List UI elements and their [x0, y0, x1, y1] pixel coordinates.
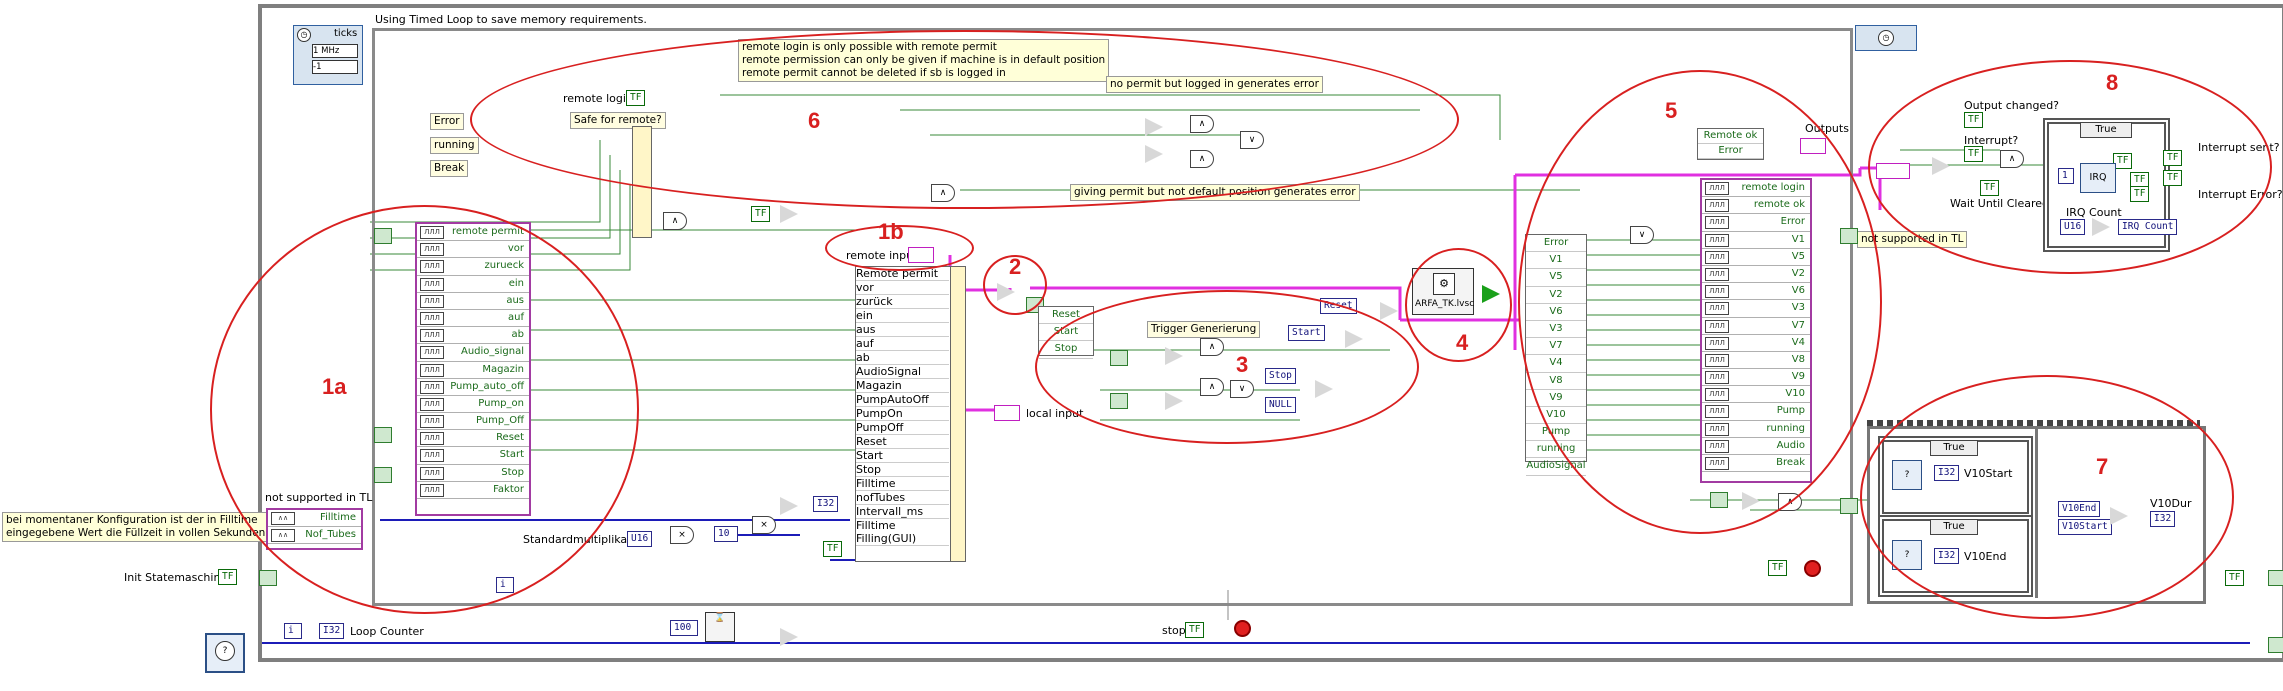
select-node: [780, 205, 798, 223]
unbundle-row: auf: [856, 337, 949, 351]
unbundle-row: Stop: [856, 463, 949, 477]
region-ellipse-1b: [825, 225, 974, 271]
unbundle-row: PumpOff: [856, 421, 949, 435]
enum-select-1: [1380, 302, 1398, 320]
unbundle-row: Reset: [856, 435, 949, 449]
region-number-5: 5: [1665, 98, 1678, 123]
timed-loop-config-icon[interactable]: ?: [205, 633, 245, 673]
unbundle-side-bar: [950, 266, 966, 562]
init-statemaschine-label: Init Statemaschine: [124, 571, 228, 584]
init-statemaschine-terminal: TF: [218, 569, 238, 585]
running-label: running: [430, 137, 479, 154]
clock-icon: ◷: [1878, 30, 1894, 46]
tf-constant: TF: [751, 206, 771, 222]
fill-time-note-line-2: eingegebene Wert die Füllzeit in vollen …: [6, 527, 266, 539]
region-number-1b: 1b: [878, 219, 904, 244]
top-comment: Using Timed Loop to save memory requirem…: [375, 13, 647, 26]
unbundle-row: Start: [856, 449, 949, 463]
init-shift-register: [259, 570, 277, 586]
output-stop-indicator: [1804, 560, 1821, 577]
iteration-terminal: i: [284, 623, 302, 639]
timing-source-node: ◷ ticks 1 MHz -1: [293, 25, 363, 85]
region-number-3: 3: [1236, 352, 1249, 377]
unbundle-row: Remote permit: [856, 267, 949, 281]
unbundle-row: Filltime: [856, 477, 949, 491]
stop-label: stop: [1162, 624, 1186, 637]
unbundle-row: ein: [856, 309, 949, 323]
right-edge-bottom-shift: [2268, 637, 2283, 653]
and-gate: ∧: [663, 212, 687, 230]
timing-source-value-2: -1: [312, 60, 358, 74]
unbundle-tf-terminal: TF: [823, 541, 843, 557]
region-ellipse-8: [1868, 60, 2272, 274]
stop-button[interactable]: [1234, 620, 1251, 637]
multiply-node: ×: [670, 526, 694, 544]
standardmultiplikator-terminal: U16: [627, 531, 653, 547]
region-ellipse-1a: [210, 205, 639, 614]
region-ellipse-2: [983, 255, 1047, 315]
region-number-8: 8: [2106, 70, 2119, 95]
unbundle-row: Intervall_ms: [856, 505, 949, 519]
right-edge-tf: TF: [2225, 570, 2245, 586]
unbundle-rows: Remote permit vor zurück ein aus auf ab …: [856, 267, 949, 546]
unbundle-row: PumpOn: [856, 407, 949, 421]
loop-counter-label: Loop Counter: [350, 625, 424, 638]
loop-counter-terminal: I32: [319, 623, 345, 639]
output-tf-terminal: TF: [1768, 560, 1788, 576]
constant-ten: 10: [714, 526, 738, 542]
stop-terminal: TF: [1185, 622, 1205, 638]
region-number-4: 4: [1456, 330, 1469, 355]
coerce-node: [780, 497, 798, 515]
region-number-7: 7: [2096, 454, 2109, 479]
wait-icon: ?: [215, 641, 235, 661]
ticks-label: ticks: [334, 28, 358, 39]
region-ellipse-3: [1035, 290, 1419, 444]
constant-hundred: 100: [670, 620, 698, 636]
region-number-6: 6: [808, 108, 821, 133]
region-number-1a: 1a: [322, 374, 347, 399]
region-ellipse-5: [1518, 70, 1882, 534]
unbundle-row: PumpAutoOff: [856, 393, 949, 407]
outputs-row: running: [1526, 441, 1586, 459]
clock-icon: ◷: [297, 28, 311, 42]
timing-source-value-1: 1 MHz: [312, 44, 358, 58]
region-ellipse-6: [470, 30, 1459, 209]
right-edge-shift: [2268, 570, 2283, 586]
fill-time-note: bei momentaner Konfiguration ist der in …: [2, 512, 270, 542]
right-timing-node: ◷: [1855, 25, 1917, 51]
break-label: Break: [430, 160, 469, 177]
wait-ms-icon: ⌛: [705, 612, 735, 642]
unbundle-row: zurück: [856, 295, 949, 309]
region-ellipse-7: [1860, 375, 2234, 619]
unbundle-row: ab: [856, 351, 949, 365]
unbundle-row: vor: [856, 281, 949, 295]
i32-terminal: I32: [813, 496, 839, 512]
unbundle-row: Magazin: [856, 379, 949, 393]
unbundle-row: aus: [856, 323, 949, 337]
unbundle-row: nofTubes: [856, 491, 949, 505]
outputs-row: AudioSignal: [1526, 458, 1586, 476]
region-number-2: 2: [1009, 254, 1022, 279]
unbundle-row: Filltime Filling(GUI): [856, 519, 949, 546]
compare-node: [780, 628, 798, 646]
fill-time-note-line-1: bei momentaner Konfiguration ist der in …: [6, 514, 258, 526]
shift-register-right-2: [1840, 498, 1858, 514]
multiply-node-2: ×: [752, 516, 776, 534]
unbundle-row: AudioSignal: [856, 365, 949, 379]
local-input-terminal: [994, 405, 1020, 421]
region-ellipse-4: [1405, 248, 1512, 362]
error-label: Error: [430, 113, 464, 130]
